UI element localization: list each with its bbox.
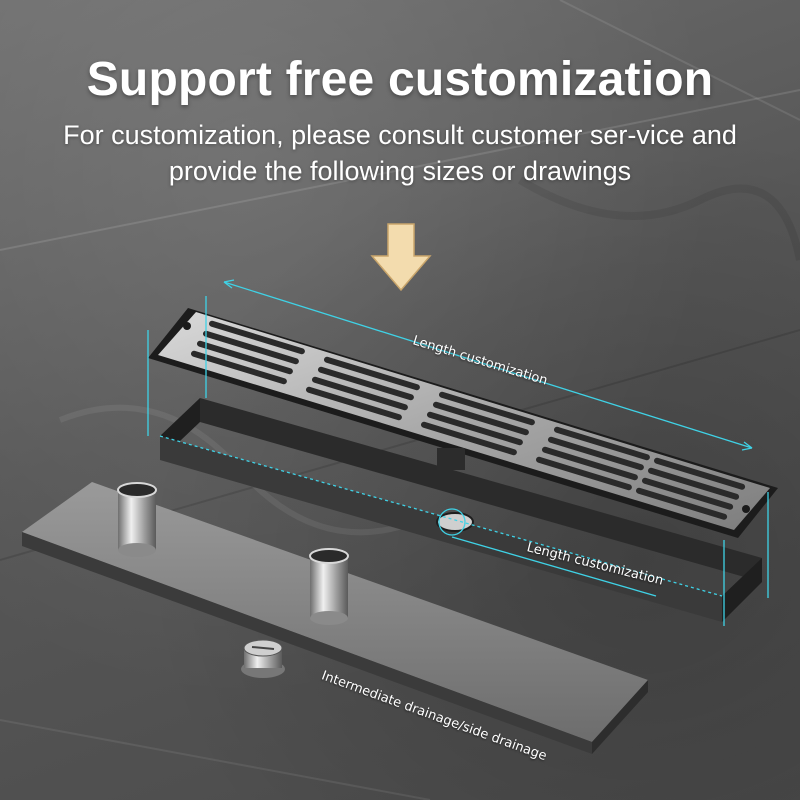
page-subtitle: For customization, please consult custom…: [63, 120, 737, 186]
outlet-pipe-right: [309, 548, 349, 625]
drain-plug: [241, 639, 285, 678]
page-title: Support free customization: [86, 53, 714, 106]
dimension-lines: [147, 279, 769, 626]
grate-cover: [148, 308, 778, 538]
outlet-pipe-left: [117, 482, 157, 557]
down-arrow-icon: [370, 223, 432, 292]
